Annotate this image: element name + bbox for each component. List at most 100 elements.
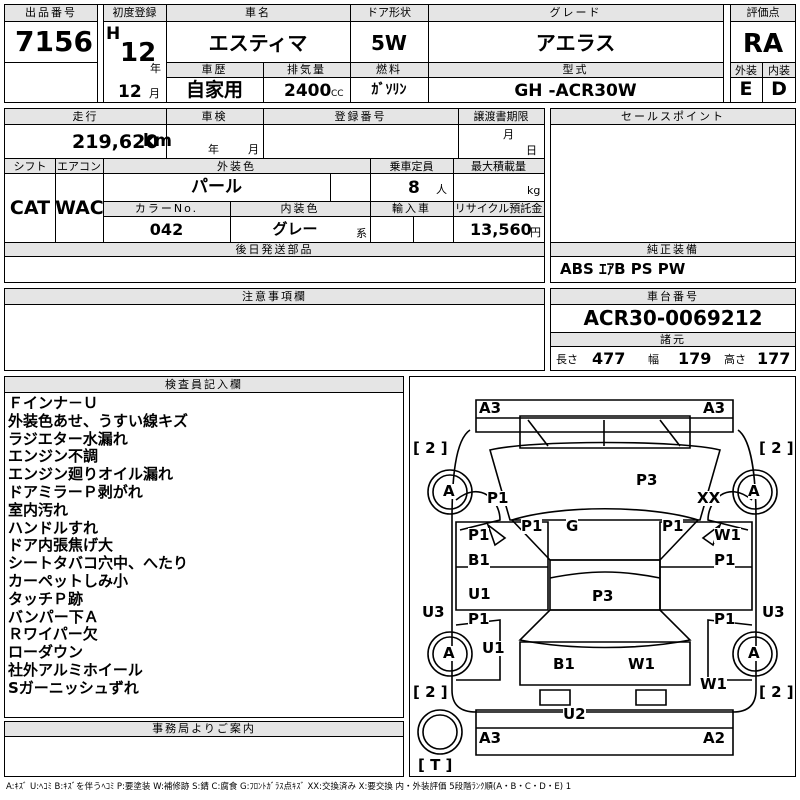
car-outline (417, 399, 778, 756)
ac: WAC (55, 197, 104, 219)
first-reg-label: 初度登録 (112, 6, 157, 19)
damage-mark-a3-rl: A3 (479, 729, 502, 747)
grade: アエラス (535, 31, 616, 55)
car-name: エスティマ (208, 31, 308, 55)
shift: CAT (9, 197, 51, 219)
damage-mark-p1-fender-l: P1 (487, 489, 509, 507)
mileage-label: 走行 (72, 110, 99, 123)
damage-mark-p1-door-fl: P1 (468, 526, 490, 544)
fuel: ｶﾞｿﾘﾝ (371, 82, 407, 98)
later-parts-label: 後日発送部品 (235, 243, 314, 256)
color: パール (191, 177, 242, 197)
damage-mark-b1-rear: B1 (553, 655, 575, 673)
score: RA (742, 29, 784, 59)
inspector-remark-line: エンジン廻りオイル漏れ (8, 465, 174, 484)
load-label: 最大積載量 (471, 160, 526, 173)
recycle-label: リサイクル預託金 (454, 202, 543, 215)
damage-mark-spare: [ T ] (418, 756, 453, 774)
lot-number: 7156 (15, 25, 93, 58)
displacement-unit: CC (331, 89, 344, 99)
damage-mark-w1-quarter-r: W1 (700, 675, 727, 693)
first-reg-month: 12 (118, 82, 142, 102)
interior-color-label: 内装色 (280, 202, 320, 215)
color-label: 外装色 (217, 160, 256, 173)
length: 477 (592, 349, 626, 368)
inspector-section (4, 376, 404, 718)
load-unit: kg (527, 184, 541, 197)
damage-mark-g-glass: G (566, 517, 579, 535)
sales-point-label: セールスポイント (621, 110, 725, 123)
inspector-label: 検査員記入欄 (165, 378, 243, 391)
notes-label: 注意事項欄 (242, 290, 307, 303)
damage-mark-tire-fr: A (748, 482, 760, 500)
inspector-remark-line: エンジン不調 (8, 447, 99, 466)
mileage: 219,620 (72, 131, 159, 153)
dimensions-label: 諸元 (660, 333, 686, 346)
height-label: 高さ (724, 353, 746, 366)
era: H (106, 24, 121, 44)
door-label: ドア形状 (367, 6, 411, 19)
ac-label: エアコン (57, 160, 101, 173)
inspection-year-unit: 年 (208, 143, 219, 156)
inspector-remark-line: 社外アルミホイール (8, 661, 143, 679)
score-label: 評価点 (746, 6, 780, 19)
ext-label: 外装 (735, 64, 757, 77)
damage-mark-p1-pillar-l: P1 (521, 517, 543, 535)
damage-mark-u1-door-rl: U1 (468, 585, 491, 603)
inspection-month-unit: 月 (248, 143, 259, 156)
inspector-remark-line: 室内汚れ (8, 500, 69, 519)
ext-grade: E (739, 78, 753, 100)
color-number-label: カラーNo. (134, 202, 199, 215)
fuel-label: 燃料 (376, 63, 402, 76)
history: 自家用 (185, 79, 243, 101)
grade-label: グレード (549, 6, 602, 19)
recycle-amount: 13,560 (470, 220, 532, 239)
damage-mark-p1-door-rr: P1 (714, 610, 736, 628)
int-label: 内装 (768, 64, 790, 77)
door-type: 5W (371, 31, 407, 55)
model-label: 型式 (562, 63, 589, 76)
transfer-day-unit: 日 (526, 144, 537, 157)
registration-label: 登録番号 (334, 110, 387, 123)
damage-mark-u2-bumper: U2 (563, 705, 586, 723)
inspector-remark-line: バンパー下Ａ (8, 607, 99, 626)
model: GH -ACR30W (514, 81, 637, 101)
damage-mark-p1-pillar-r: P1 (662, 517, 684, 535)
inspector-remark-line: ドアミラーＰ剥がれ (8, 483, 143, 501)
chassis-label: 車台番号 (647, 290, 699, 303)
damage-mark-tire-rr: A (748, 644, 760, 662)
chassis-number: ACR30-0069212 (583, 306, 763, 330)
history-label: 車歴 (201, 63, 228, 76)
inspector-remark-line: カーペットしみ小 (8, 572, 129, 590)
shift-label: シフト (13, 160, 47, 173)
capacity: 8 (408, 178, 420, 198)
damage-mark-w1-rear: W1 (628, 655, 655, 673)
inspector-remark-line: ドア内張焦げ大 (8, 536, 114, 555)
month-unit: 月 (149, 87, 160, 100)
damage-mark-u1-rear-l: U1 (482, 639, 505, 657)
inspector-remark-line: Ｆインナ－Ｕ (8, 394, 99, 412)
year-unit: 年 (150, 62, 161, 75)
lot-label: 出品番号 (25, 6, 77, 19)
inspector-remark-line: ラジエター水漏れ (8, 429, 128, 448)
damage-mark-a2-rr: A2 (703, 729, 726, 747)
inspector-remark-line: ローダウン (8, 643, 84, 662)
damage-mark-p1-door-fr: P1 (714, 551, 736, 569)
width-label: 幅 (648, 353, 659, 366)
capacity-label: 乗車定員 (389, 160, 434, 173)
displacement-label: 排気量 (287, 63, 326, 76)
inspector-remark-line: Sガーニッシュずれ (8, 678, 139, 697)
damage-mark-b1-door-fl: B1 (468, 551, 490, 569)
damage-mark-wheel-count-fr: [ 2 ] (759, 439, 794, 457)
width: 179 (678, 349, 712, 368)
recycle-unit: 円 (530, 226, 541, 239)
equipment-label: 純正装備 (647, 243, 699, 256)
damage-mark-u3-left: U3 (422, 603, 445, 621)
damage-mark-wheel-count-rl: [ 2 ] (413, 683, 448, 701)
legend: A:ｷｽﾞ U:ﾍｺﾐ B:ｷｽﾞを伴うﾍｺﾐ P:要塗装 W:補修跡 S:錆 … (6, 782, 572, 792)
damage-mark-xx-fender-r: XX (697, 489, 721, 507)
damage-mark-u3-right: U3 (762, 603, 785, 621)
damage-mark-tire-fl: A (443, 482, 455, 500)
damage-mark-wheel-count-fl: [ 2 ] (413, 439, 448, 457)
import-label: 輸入車 (392, 202, 431, 215)
